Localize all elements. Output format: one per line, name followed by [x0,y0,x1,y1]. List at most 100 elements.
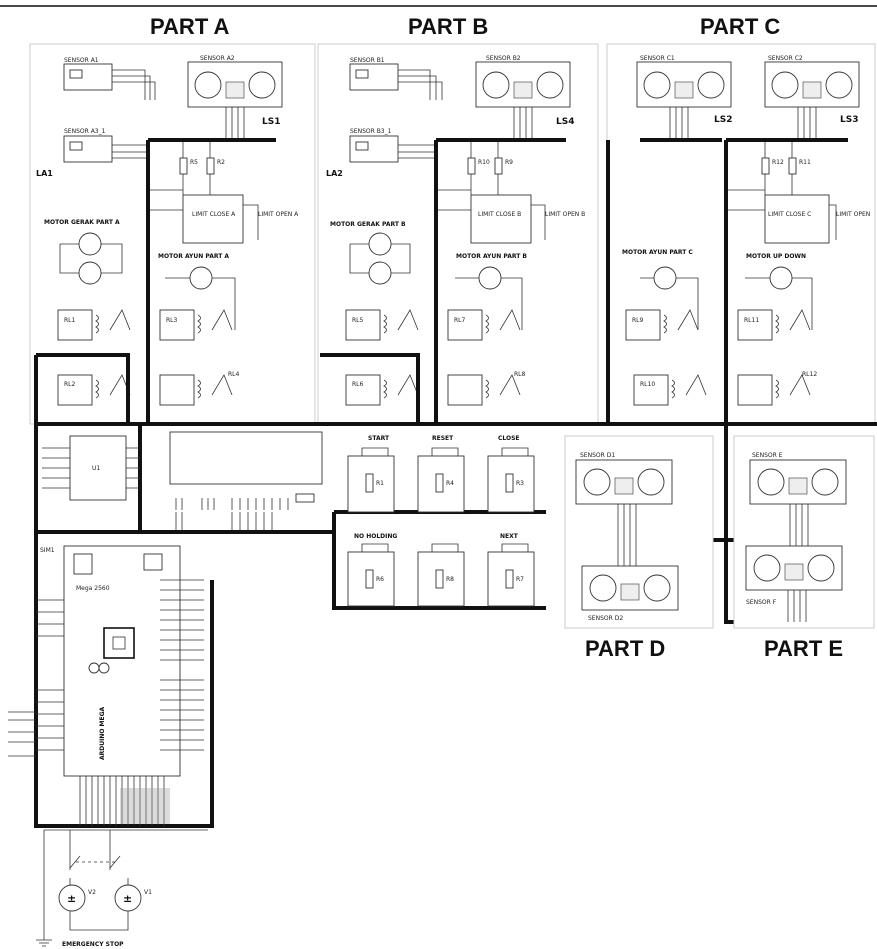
r9-resistor [494,157,503,175]
r3-resistor [505,473,514,493]
limit-close-a-loop [182,194,244,244]
rl9-label: RL9 [632,317,644,324]
sensor-f-eye-left [753,554,781,582]
rl11-relay [737,309,773,341]
arduino-usb [73,553,93,575]
rl4-label: RL4 [228,371,240,378]
sensor-a3-wires [112,144,148,159]
rl10-relay [633,374,669,406]
r10-label: R10 [478,159,490,166]
limit-open-c-label: LIMIT OPEN [836,211,870,218]
part-c-header: PART C [700,14,780,39]
lcd-pot [295,493,315,503]
motor-gerak-a-wires [59,243,123,274]
arduino-mcu-core [112,636,126,650]
sensor-a2-eye-right [248,71,276,99]
resistor-a-wires [182,142,211,195]
sensor-d1-eye-right [637,468,665,496]
part-e-group: SENSOR E SENSOR F PART E [733,435,875,661]
u1-pins [42,447,140,489]
sensor-a2-label: SENSOR A2 [200,55,235,62]
ls2-label: LS2 [714,115,732,125]
la2-label: LA2 [326,169,343,178]
r8-label: R8 [446,576,454,583]
sensor-b1-label: SENSOR B1 [350,57,385,64]
sensor-e-label: SENSOR E [752,452,783,459]
part-a-header: PART A [150,14,230,39]
sensor-d2-label: SENSOR D2 [588,615,623,622]
rl4-coil [197,374,233,399]
resistor-c-wires [764,142,793,195]
motor-ayun-b-label: MOTOR AYUN PART B [456,253,527,260]
v1-plus-icon: ± [123,892,132,905]
controller-group: SIM1 Mega 2560 ARDUINO MEGA [8,545,204,826]
rl10-label: RL10 [640,381,655,388]
sensor-c2-eye-right [825,71,853,99]
sensor-b1-wires [398,69,443,100]
r7-label: R7 [516,576,524,583]
r5-resistor [179,157,188,175]
sensor-f-wires [787,590,807,622]
lcd-pins [175,498,289,510]
rl5-relay [345,309,381,341]
motor-ayun-c [653,266,677,290]
bus-left-vertical [34,355,214,828]
sensor-c2-wires [797,107,817,140]
r12-label: R12 [772,159,784,166]
sensor-d2-eye-right [643,574,671,602]
rl4-relay [159,374,195,406]
part-c-group: SENSOR C1 LS2 SENSOR C2 LS3 R12 R11 LIMI… [622,55,870,406]
motor-gerak-b-2 [368,261,392,285]
part-a-group: SENSOR A1 SENSOR A2 LS1 SENSOR A3_1 LA1 … [36,55,299,406]
part-b-group: SENSOR B1 SENSOR B2 LS4 SENSOR B3_1 LA2 … [326,55,585,406]
sensor-f-chip [784,563,804,581]
sensor-d1-chip [614,477,634,495]
r2-label: R2 [217,159,225,166]
rl12-label: RL12 [802,371,817,378]
rl7-coil [485,309,521,334]
rl6-label: RL6 [352,381,364,388]
rl1-relay [57,309,93,341]
rl8-coil [485,374,521,399]
ls1-label: LS1 [262,117,280,127]
motor-gerak-a-2 [78,261,102,285]
buttons-area: START RESET CLOSE R1 R4 R3 NO HOLDING NE… [347,435,535,607]
r11-label: R11 [799,159,811,166]
sensor-e-wires [789,504,809,546]
v2-label: V2 [88,889,96,896]
r1-resistor [365,473,374,493]
rl3-label: RL3 [166,317,178,324]
sensor-b2-chip [513,81,533,99]
v2-plus-icon: ± [67,892,76,905]
rl7-relay [447,309,483,341]
sensor-d2-chip [620,583,640,601]
r1-label: R1 [376,480,384,487]
r2-resistor [206,157,215,175]
motor-updown-wires [745,277,813,330]
rl1-coil [95,309,131,334]
sensor-a1-chip [69,69,83,79]
rl2-relay [57,374,93,406]
limit-a-wires [150,189,259,240]
r3-label: R3 [516,480,524,487]
r4-resistor [435,473,444,493]
arduino-bottom-bundle [120,788,170,824]
rl9-coil [663,309,699,334]
rl5-label: RL5 [352,317,364,324]
rl7-label: RL7 [454,317,466,324]
rl8-relay [447,374,483,406]
motor-ayun-b [478,266,502,290]
motor-gerak-b-label: MOTOR GERAK PART B [330,221,406,228]
motor-ayun-b-wires [455,277,523,330]
sensor-d1-eye-left [583,468,611,496]
motor-ayun-a [189,266,213,290]
arduino-power-jack [143,553,163,571]
rl10-coil [671,374,707,399]
start-label: START [368,435,390,442]
noholding-label: NO HOLDING [354,533,397,540]
u1-chip [69,435,127,501]
motor-ayun-c-wires [640,277,699,330]
sensor-a3-label: SENSOR A3_1 [64,128,106,135]
sensor-e-chip [788,477,808,495]
